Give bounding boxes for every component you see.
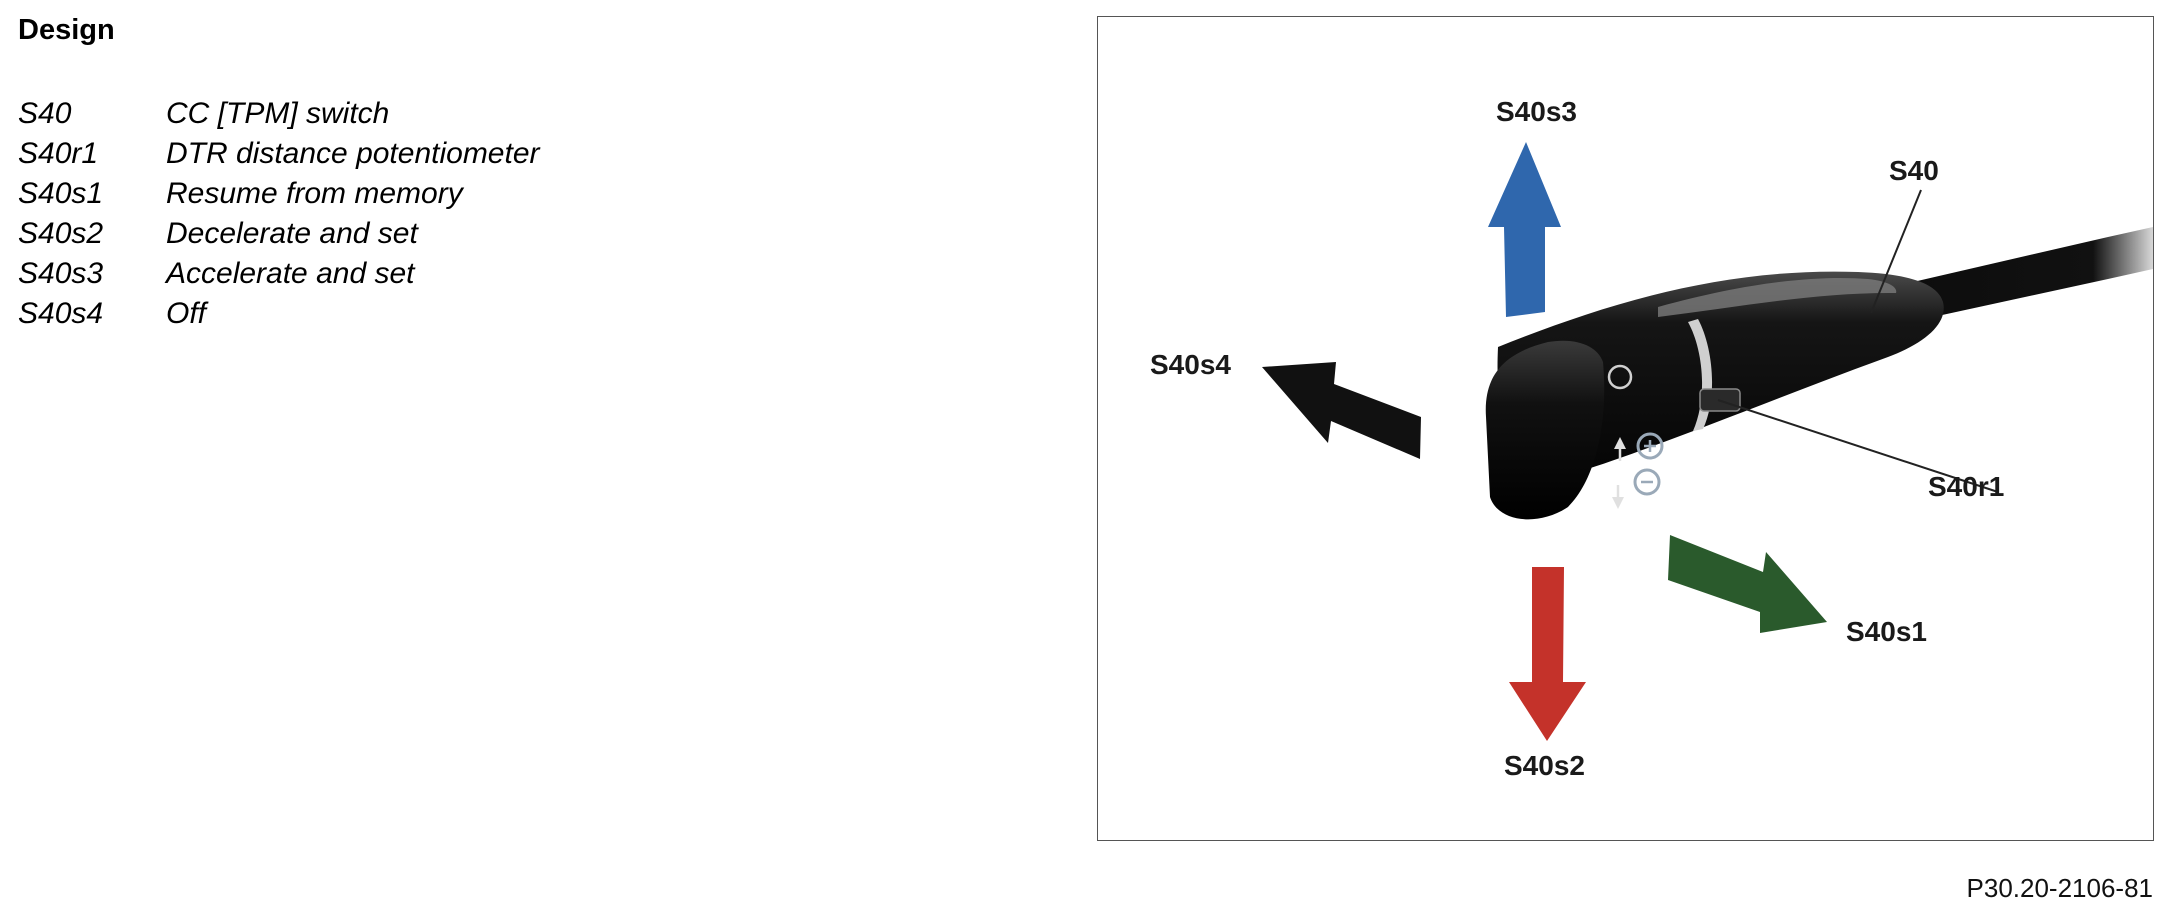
arrow-left-s40s4: [1262, 362, 1421, 459]
legend-code: S40r1: [18, 137, 99, 170]
minus-symbol-icon: [1633, 468, 1661, 496]
arrow-up-s40s3: [1488, 142, 1561, 317]
legend-description: CC [TPM] switch: [166, 97, 390, 130]
figure-frame: S40s3 S40 S40s4 S40r1 S40s1 S40s2: [1097, 16, 2154, 841]
up-small-arrow-icon: [1614, 437, 1626, 449]
legend-description: Accelerate and set: [166, 257, 415, 290]
lever-highlight: [1658, 277, 1897, 317]
legend-description: DTR distance potentiometer: [166, 137, 540, 170]
legend-code: S40s3: [18, 257, 104, 290]
legend-item: S40s3 Accelerate and set: [18, 254, 540, 294]
legend-item: S40r1 DTR distance potentiometer: [18, 134, 540, 174]
arrow-down-s40s2: [1509, 567, 1586, 741]
callout-s40s1: S40s1: [1846, 616, 1927, 647]
callout-s40r1: S40r1: [1928, 471, 2004, 502]
callout-s40s3: S40s3: [1496, 96, 1577, 127]
callout-s40: S40: [1889, 155, 1939, 186]
legend-description: Resume from memory: [166, 177, 463, 210]
lever-stalk: [1913, 227, 2153, 317]
component-legend: S40 CC [TPM] switch S40r1 DTR distance p…: [18, 94, 540, 334]
legend-code: S40s1: [18, 177, 104, 210]
legend-item: S40s1 Resume from memory: [18, 174, 540, 214]
plus-symbol-icon: [1636, 432, 1664, 460]
lever-cap: [1485, 340, 1605, 520]
section-heading: Design: [18, 14, 115, 46]
legend-description: Decelerate and set: [166, 217, 418, 250]
legend-item: S40s4 Off: [18, 294, 540, 334]
legend-description: Off: [166, 297, 207, 330]
callout-s40s2: S40s2: [1504, 750, 1585, 781]
legend-code: S40: [18, 97, 72, 130]
cruise-control-lever-diagram: S40s3 S40 S40s4 S40r1 S40s1 S40s2: [1150, 96, 2153, 781]
arrow-right-s40s1: [1668, 535, 1827, 633]
leader-line-s40: [1870, 189, 1922, 314]
figure-reference-code: P30.20-2106-81: [1966, 873, 2153, 903]
callout-s40s4: S40s4: [1150, 349, 1231, 380]
legend-item: S40 CC [TPM] switch: [18, 94, 540, 134]
cruise-symbol-icon: [1607, 364, 1633, 390]
legend-item: S40s2 Decelerate and set: [18, 214, 540, 254]
legend-code: S40s4: [18, 297, 104, 330]
legend-code: S40s2: [18, 217, 104, 250]
down-small-arrow-icon: [1612, 497, 1624, 509]
leader-line-s40r1: [1717, 399, 1999, 493]
lever-body: [1497, 271, 1944, 476]
